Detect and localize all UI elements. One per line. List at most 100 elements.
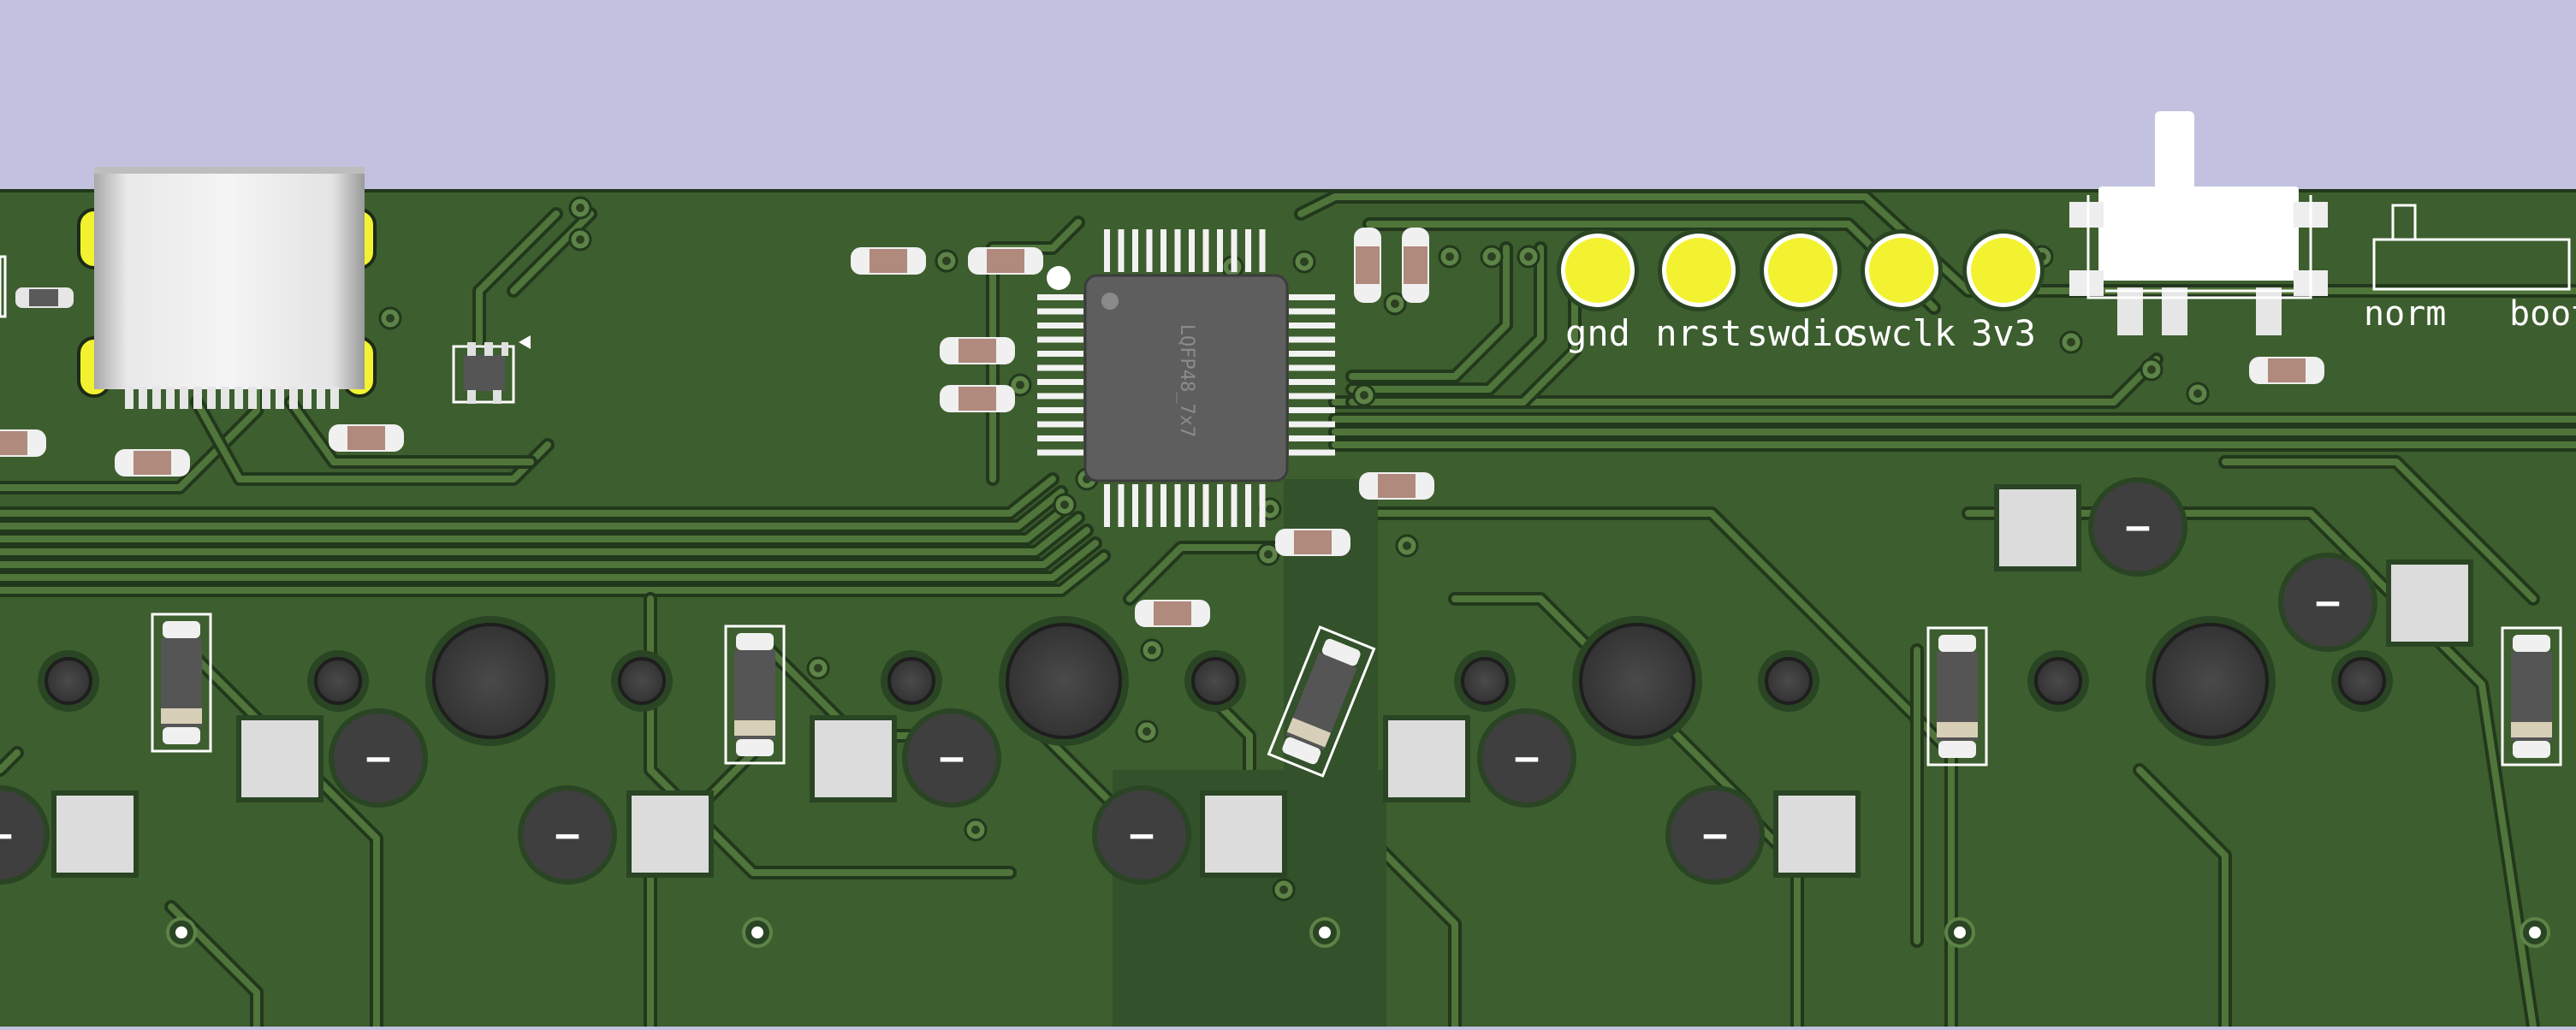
trace — [510, 210, 594, 294]
usb-pin — [303, 387, 312, 409]
diode-outline — [151, 613, 212, 753]
usb-pin — [139, 387, 147, 409]
diode-pad — [2513, 741, 2550, 758]
chip-pin — [1174, 484, 1181, 527]
chip-pin — [1037, 449, 1083, 456]
usb-pin — [248, 387, 257, 409]
trace — [0, 540, 1099, 581]
chip-pin — [1259, 484, 1266, 527]
label-boot: boot — [2509, 294, 2576, 334]
test-pad-label-swdio: swdio — [1747, 312, 1855, 354]
chip-pin — [1289, 351, 1335, 357]
test-pad-label-nrst: nrst — [1655, 312, 1742, 354]
via-hole — [386, 314, 395, 323]
round-pad — [2093, 482, 2182, 571]
round-pad — [907, 713, 996, 802]
chip-pin — [1245, 484, 1251, 527]
usb-pin — [152, 387, 161, 409]
usb-pin — [262, 387, 270, 409]
slide-switch-icon — [2069, 111, 2328, 335]
diode-cathode-band — [1286, 717, 1332, 748]
diode-cathode-band — [2511, 722, 2552, 737]
trace — [2136, 767, 2229, 1030]
diode — [2501, 626, 2562, 767]
switch-silkscreen: norm boot — [2364, 204, 2576, 334]
resistor-body — [1154, 601, 1191, 625]
background — [0, 0, 2576, 190]
usb-pin — [289, 387, 298, 409]
diode-cathode-band — [161, 708, 202, 724]
diode-pad — [1282, 737, 1321, 765]
resistors — [0, 228, 2324, 627]
trace — [2222, 459, 2537, 602]
diode-cathode-band — [1937, 722, 1978, 737]
via-hole — [1266, 505, 1274, 513]
chip-pin — [1037, 435, 1083, 441]
trace — [0, 514, 1082, 555]
chip-pin — [1037, 323, 1083, 329]
square-pad — [241, 720, 318, 797]
test-pad-3v3 — [1971, 238, 2036, 303]
via-hole — [2067, 338, 2075, 346]
chip-pin — [1146, 229, 1153, 272]
chip-pin — [1259, 229, 1266, 272]
chip-pin — [1037, 294, 1083, 300]
pad-symbol: – — [1131, 813, 1154, 856]
mounting-hole — [618, 657, 666, 705]
mounting-hole — [1006, 623, 1122, 739]
round-pad — [0, 790, 45, 879]
via-hole — [1143, 727, 1151, 736]
mounting-hole — [2034, 657, 2082, 705]
square-pad — [2391, 565, 2468, 642]
square-pad — [1778, 796, 1855, 873]
usb-pin — [180, 387, 188, 409]
chip-pin — [1132, 229, 1138, 272]
resistor-body — [1356, 246, 1380, 284]
via-hole — [1391, 299, 1399, 308]
diode — [724, 625, 786, 765]
via-hole — [2529, 926, 2541, 938]
usb-pin — [207, 387, 216, 409]
diode — [1926, 626, 1988, 767]
resistor-body — [1404, 246, 1427, 284]
chip-pin — [1217, 229, 1223, 272]
trace — [1349, 245, 1544, 393]
pad-symbol: – — [1704, 813, 1727, 856]
via-hole — [1445, 252, 1454, 261]
via-hole — [1524, 252, 1533, 261]
chip-pin — [1037, 379, 1083, 385]
trace — [1349, 245, 1510, 380]
resistor-body — [870, 249, 907, 273]
diode-cathode-band — [734, 720, 775, 736]
trace — [1126, 544, 1287, 602]
pad-symbol: – — [0, 813, 12, 856]
via-hole — [1300, 258, 1309, 266]
resistor-body — [959, 387, 996, 411]
via-hole — [1016, 381, 1024, 389]
chip-pin — [1037, 407, 1083, 413]
resistor-body — [0, 431, 27, 455]
trace — [1451, 595, 1749, 808]
chip-pin — [1289, 308, 1335, 315]
chip-pin — [1160, 229, 1166, 272]
mounting-hole — [45, 657, 92, 705]
usb-pin — [317, 387, 325, 409]
test-pad-label-3v3: 3v3 — [1971, 312, 2036, 354]
usb-pin — [166, 387, 175, 409]
usb-pin — [221, 387, 229, 409]
trace — [1366, 835, 1458, 1030]
usb-pin — [193, 387, 202, 409]
mounting-hole — [1765, 657, 1813, 705]
pad-symbol: – — [941, 736, 964, 779]
diodes — [151, 613, 2562, 778]
test-pad-label-gnd: gnd — [1565, 312, 1630, 354]
via-hole — [2193, 389, 2202, 398]
chip-marking: LQFP48_7x7 — [1176, 324, 1197, 437]
chip-pin — [1289, 393, 1335, 400]
chip-pin — [1289, 379, 1335, 385]
mounting-hole — [314, 657, 362, 705]
round-pad — [523, 790, 612, 879]
round-pad — [1097, 790, 1186, 879]
